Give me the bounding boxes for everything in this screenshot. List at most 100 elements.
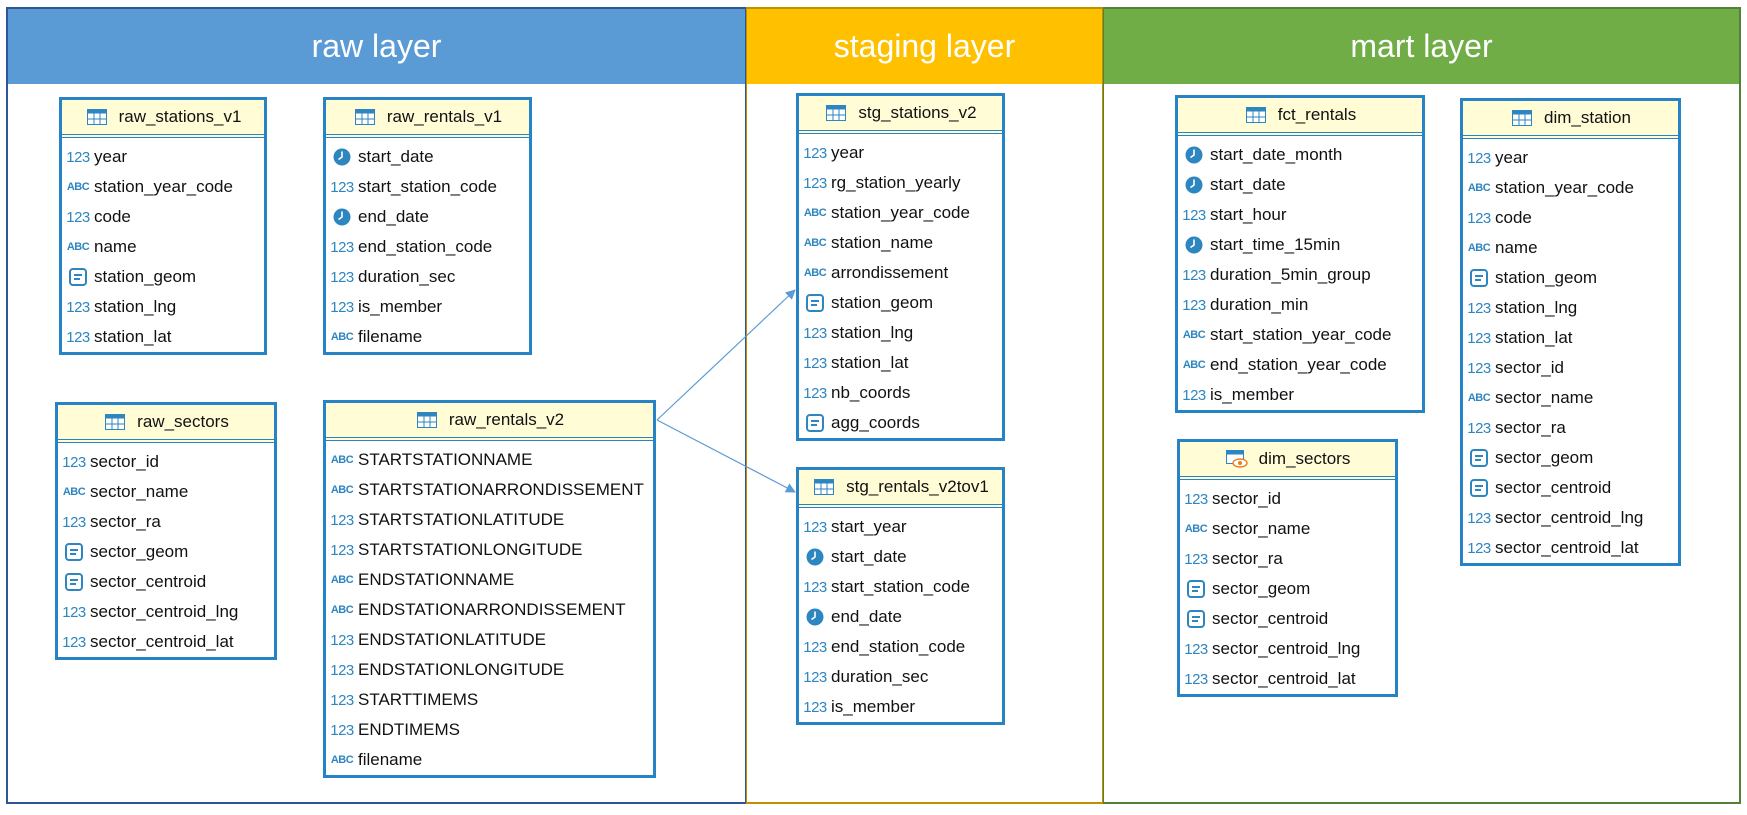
table-header[interactable]: raw_rentals_v2 xyxy=(326,403,653,441)
table-header[interactable]: dim_station xyxy=(1463,101,1678,139)
column-row[interactable]: sector_geom xyxy=(1180,574,1395,604)
column-row[interactable]: end_date xyxy=(326,202,529,232)
column-row[interactable]: agg_coords xyxy=(799,408,1002,438)
column-row[interactable]: sector_geom xyxy=(58,537,274,567)
table-header[interactable]: dim_sectors xyxy=(1180,442,1395,480)
column-row[interactable]: sector_geom xyxy=(1463,443,1678,473)
column-row[interactable]: start_time_15min xyxy=(1178,230,1422,260)
table-header[interactable]: stg_stations_v2 xyxy=(799,96,1002,134)
column-row[interactable]: start_date xyxy=(326,142,529,172)
clock-icon xyxy=(330,208,354,226)
column-name: start_station_year_code xyxy=(1210,325,1392,344)
column-row[interactable]: sector_centroid xyxy=(1463,473,1678,503)
table-header[interactable]: raw_rentals_v1 xyxy=(326,100,529,138)
table-header[interactable]: raw_stations_v1 xyxy=(62,100,264,138)
table-header[interactable]: raw_sectors xyxy=(58,405,274,443)
column-row[interactable]: station_geom xyxy=(799,288,1002,318)
column-row[interactable]: start_date_month xyxy=(1178,140,1422,170)
column-name: duration_5min_group xyxy=(1210,265,1371,284)
column-row[interactable]: start_date xyxy=(1178,170,1422,200)
column-row[interactable]: sector_centroid xyxy=(1180,604,1395,634)
table-header[interactable]: fct_rentals xyxy=(1178,98,1422,136)
column-row[interactable]: station_geom xyxy=(1463,263,1678,293)
column-row[interactable]: start_date xyxy=(799,542,1002,572)
column-row[interactable]: sector_centroid xyxy=(58,567,274,597)
table-header[interactable]: stg_rentals_v2tov1 xyxy=(799,470,1002,508)
column-row[interactable]: end_date xyxy=(799,602,1002,632)
column-row[interactable]: station_geom xyxy=(62,262,264,292)
